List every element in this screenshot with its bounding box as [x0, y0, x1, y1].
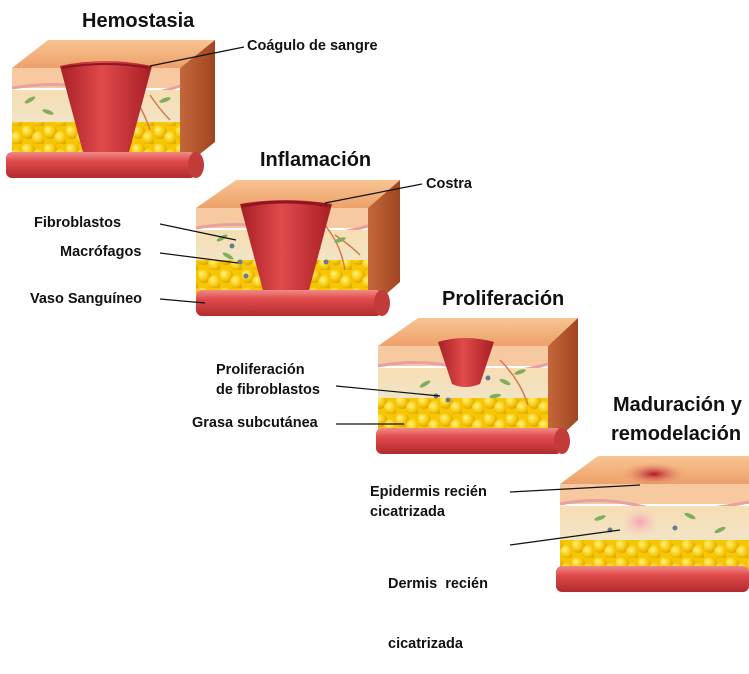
stage-title-inflamacion: Inflamación	[260, 149, 371, 172]
stage-title-hemostasia: Hemostasia	[82, 10, 194, 33]
label-proliferacion-line1: Proliferación	[216, 360, 320, 380]
label-epidermis-line1: Epidermis recién	[370, 482, 487, 502]
label-macrofagos: Macrófagos	[60, 244, 141, 260]
label-grasa: Grasa subcutánea	[192, 415, 318, 431]
label-fibroblastos: Fibroblastos	[34, 215, 121, 231]
inflamacion-block	[196, 180, 400, 316]
stage-title-maduracion-line1: Maduración y	[613, 394, 742, 417]
vessel-4	[556, 566, 749, 592]
label-costra: Costra	[426, 176, 472, 192]
stage-title-proliferacion: Proliferación	[442, 288, 564, 311]
hemostasia-block	[6, 40, 215, 178]
label-proliferacion-line2: de fibroblastos	[216, 380, 320, 400]
healed-epidermis-mark	[620, 462, 688, 486]
label-epidermis-line2: cicatrizada	[370, 502, 487, 522]
label-dermis: Dermis recién cicatrizada	[388, 534, 488, 674]
vessel-1	[6, 152, 204, 178]
label-coagulo: Coágulo de sangre	[247, 38, 378, 54]
label-dermis-line2: cicatrizada	[388, 634, 488, 654]
healed-dermis-mark	[618, 504, 662, 540]
vessel-3	[376, 428, 570, 454]
label-dermis-line1: Dermis recién	[388, 574, 488, 594]
label-proliferacion-fibroblastos: Proliferación de fibroblastos	[216, 360, 320, 400]
maduracion-block	[556, 456, 749, 592]
stage-title-maduracion-line2: remodelación	[611, 423, 741, 446]
proliferacion-block	[376, 318, 578, 454]
label-vaso: Vaso Sanguíneo	[30, 291, 142, 307]
label-epidermis: Epidermis recién cicatrizada	[370, 482, 487, 522]
vessel-2	[196, 290, 390, 316]
